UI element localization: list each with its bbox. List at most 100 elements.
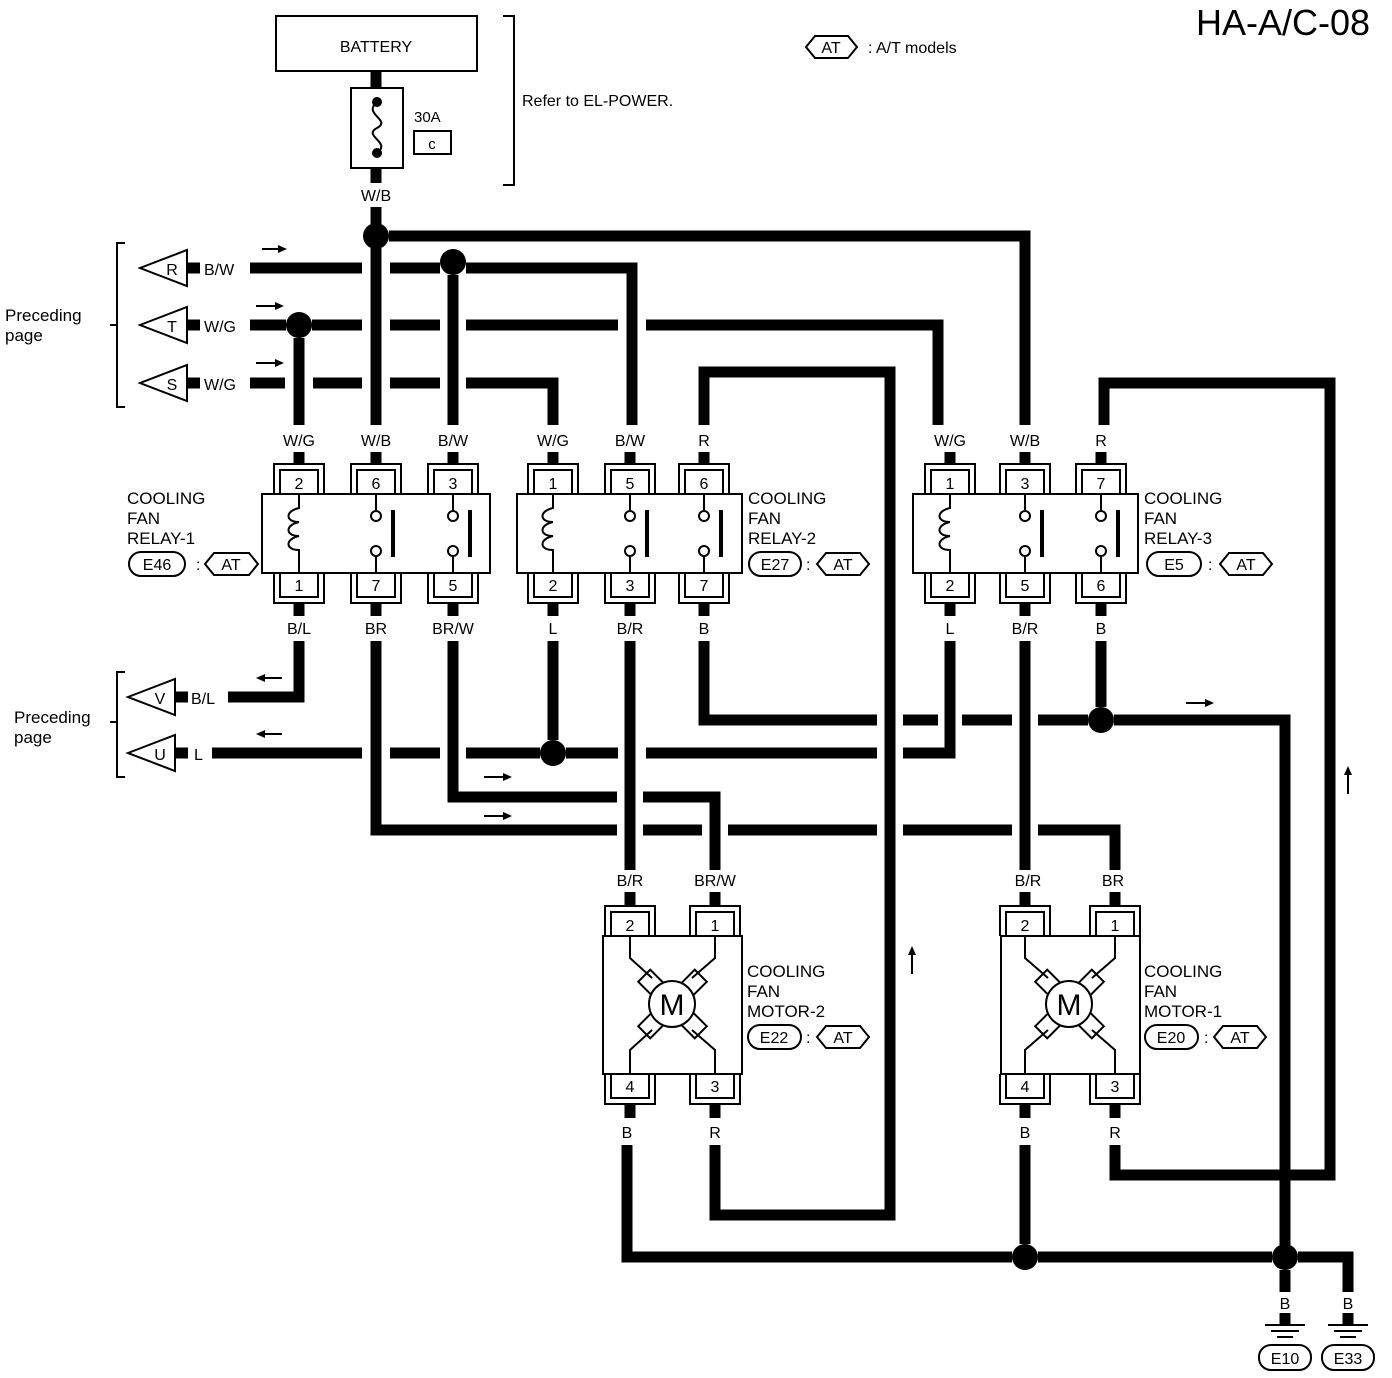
relay-1-wire-top-1: W/G — [283, 433, 315, 450]
cooling-fan-relay-2: W/G B/W R 1 5 6 2 3 7 — [516, 433, 871, 638]
ground-e33-connector: E33 — [1334, 1351, 1363, 1368]
battery-output-wire: W/B — [361, 188, 391, 205]
relay-2-connector: E27 — [761, 557, 790, 574]
battery-label: BATTERY — [340, 39, 413, 56]
relay-3-pin-1: 1 — [946, 476, 955, 493]
ground-e33-wire: B — [1343, 1296, 1354, 1313]
legend-at-models: AT : A/T models — [804, 35, 957, 59]
relay-2-tag: AT — [833, 557, 852, 574]
preceding-bracket-top — [110, 242, 125, 408]
connector-r-letter: R — [166, 262, 178, 279]
relay-2-wire-bot-3: B — [699, 621, 710, 638]
relay-3-connector-badge — [1146, 551, 1202, 577]
relay-1-pin-7: 7 — [372, 578, 381, 595]
relay-1-at-tag-icon — [203, 552, 260, 576]
relay-1-title-1: COOLING — [127, 489, 205, 508]
connector-u-wire: L — [194, 747, 203, 764]
relay-3-at-tag-icon — [1218, 552, 1274, 576]
connector-s-wire: W/G — [204, 377, 236, 394]
relay-3-pin-3: 3 — [1021, 476, 1030, 493]
relay-1-title-2: FAN — [127, 509, 160, 528]
at-tag-icon — [804, 35, 859, 59]
ground-e10-wire: B — [1280, 1296, 1291, 1313]
connector-v: V B/L — [125, 677, 215, 717]
page-id: HA-A/C-08 — [1196, 2, 1370, 43]
motor-2-pin-4: 4 — [626, 1079, 635, 1096]
fuse-element-icon — [371, 101, 383, 154]
relay-3-wire-top-1: W/G — [934, 433, 966, 450]
relay-3-wire-bot-1: L — [946, 621, 955, 638]
relay-3-wire-bot-3: B — [1096, 621, 1107, 638]
cooling-fan-relay-3: W/G W/B R 1 3 7 2 5 6 — [912, 433, 1274, 638]
connector-r-wire: B/W — [204, 262, 235, 279]
legend-at-symbol: AT — [821, 40, 840, 57]
motor-2-pin-2: 2 — [626, 918, 635, 935]
relay-2-pin-5: 5 — [626, 476, 635, 493]
connector-s-flag-icon — [137, 363, 188, 403]
motor-2-connector: E22 — [760, 1030, 789, 1047]
motor-2-title-1: COOLING — [747, 962, 825, 981]
relay-2-at-tag-icon — [815, 552, 871, 576]
relay-1-wire-top-3: B/W — [438, 433, 469, 450]
svg-text::: : — [1204, 1030, 1208, 1047]
relay-3-title-3: RELAY-3 — [1144, 529, 1212, 548]
relay-2-title-1: COOLING — [748, 489, 826, 508]
motor-2-symbol-icon — [629, 936, 716, 1074]
relay-1-wire-bot-1: B/L — [287, 621, 311, 638]
motor-1-symbol: M — [1057, 989, 1082, 1022]
preceding-bottom-line1: Preceding — [14, 708, 91, 727]
relay-1-pin-3: 3 — [449, 476, 458, 493]
connector-v-flag-icon — [125, 677, 176, 717]
relay-1-title-3: RELAY-1 — [127, 529, 195, 548]
motor-1-pin-4: 4 — [1021, 1079, 1030, 1096]
relay-2-wire-top-2: B/W — [615, 433, 646, 450]
relay-3-contact-b-icon — [1095, 494, 1120, 573]
splice-wg — [286, 312, 312, 338]
relay-2-pin-1: 1 — [549, 476, 558, 493]
connector-u-letter: U — [154, 747, 166, 764]
motor-2-symbol: M — [660, 989, 685, 1022]
legend-at-text: : A/T models — [868, 40, 957, 57]
motor-2-wire-bot-1: B — [622, 1125, 633, 1142]
motor-2-pin-1: 1 — [711, 918, 720, 935]
motor-2-connector-badge — [747, 1024, 802, 1050]
motor-1-tag: AT — [1230, 1030, 1249, 1047]
fuse-code: c — [428, 136, 436, 153]
connector-t-flag-icon — [137, 305, 188, 345]
motor-2-wire-top-2: BR/W — [694, 873, 737, 890]
relay-1-pin-5: 5 — [449, 578, 458, 595]
relay-1-pin-2: 2 — [295, 476, 304, 493]
battery-reference: Refer to EL-POWER. — [522, 93, 673, 110]
connector-s: S W/G — [137, 363, 236, 403]
relay-2-connector-badge — [748, 551, 802, 577]
preceding-top-line1: Preceding — [5, 306, 82, 325]
relay-2-coil-icon — [541, 494, 554, 573]
relay-3-pin-6: 6 — [1097, 578, 1106, 595]
connector-r: R B/W — [137, 248, 235, 288]
connector-u: U L — [125, 733, 203, 773]
relay-2-contact-a-icon — [624, 494, 649, 573]
motor-2-title-2: FAN — [747, 982, 780, 1001]
cooling-fan-motor-2: B/R BR/W 2 1 4 3 M COOLING FAN MOTOR-2 E… — [602, 873, 871, 1142]
splice-battery — [363, 223, 389, 249]
relay-3-wire-bot-2: B/R — [1012, 621, 1039, 638]
preceding-bottom-line2: page — [14, 728, 52, 747]
splice-bw — [440, 249, 466, 275]
ground-e10: B E10 — [1258, 1296, 1312, 1371]
relay-1-wire-top-2: W/B — [361, 433, 391, 450]
flow-arrows-middle — [256, 674, 1352, 974]
connector-v-wire: B/L — [191, 691, 215, 708]
motor-2-title-3: MOTOR-2 — [747, 1002, 825, 1021]
relay-2-pin-7: 7 — [700, 578, 709, 595]
flow-arrows-top — [256, 245, 287, 367]
fuse-rating: 30A — [414, 109, 441, 126]
relay-3-contact-a-icon — [1019, 494, 1044, 573]
preceding-bracket-bottom — [110, 671, 125, 778]
relay-2-wire-bot-1: L — [549, 621, 558, 638]
relay-2-wire-top-3: R — [698, 433, 710, 450]
motor-1-symbol-icon — [1024, 936, 1116, 1074]
relay-1-contact-a-icon — [370, 494, 395, 573]
svg-text::: : — [806, 1030, 810, 1047]
connector-u-flag-icon — [125, 733, 176, 773]
motor-1-wire-bot-2: R — [1109, 1125, 1121, 1142]
